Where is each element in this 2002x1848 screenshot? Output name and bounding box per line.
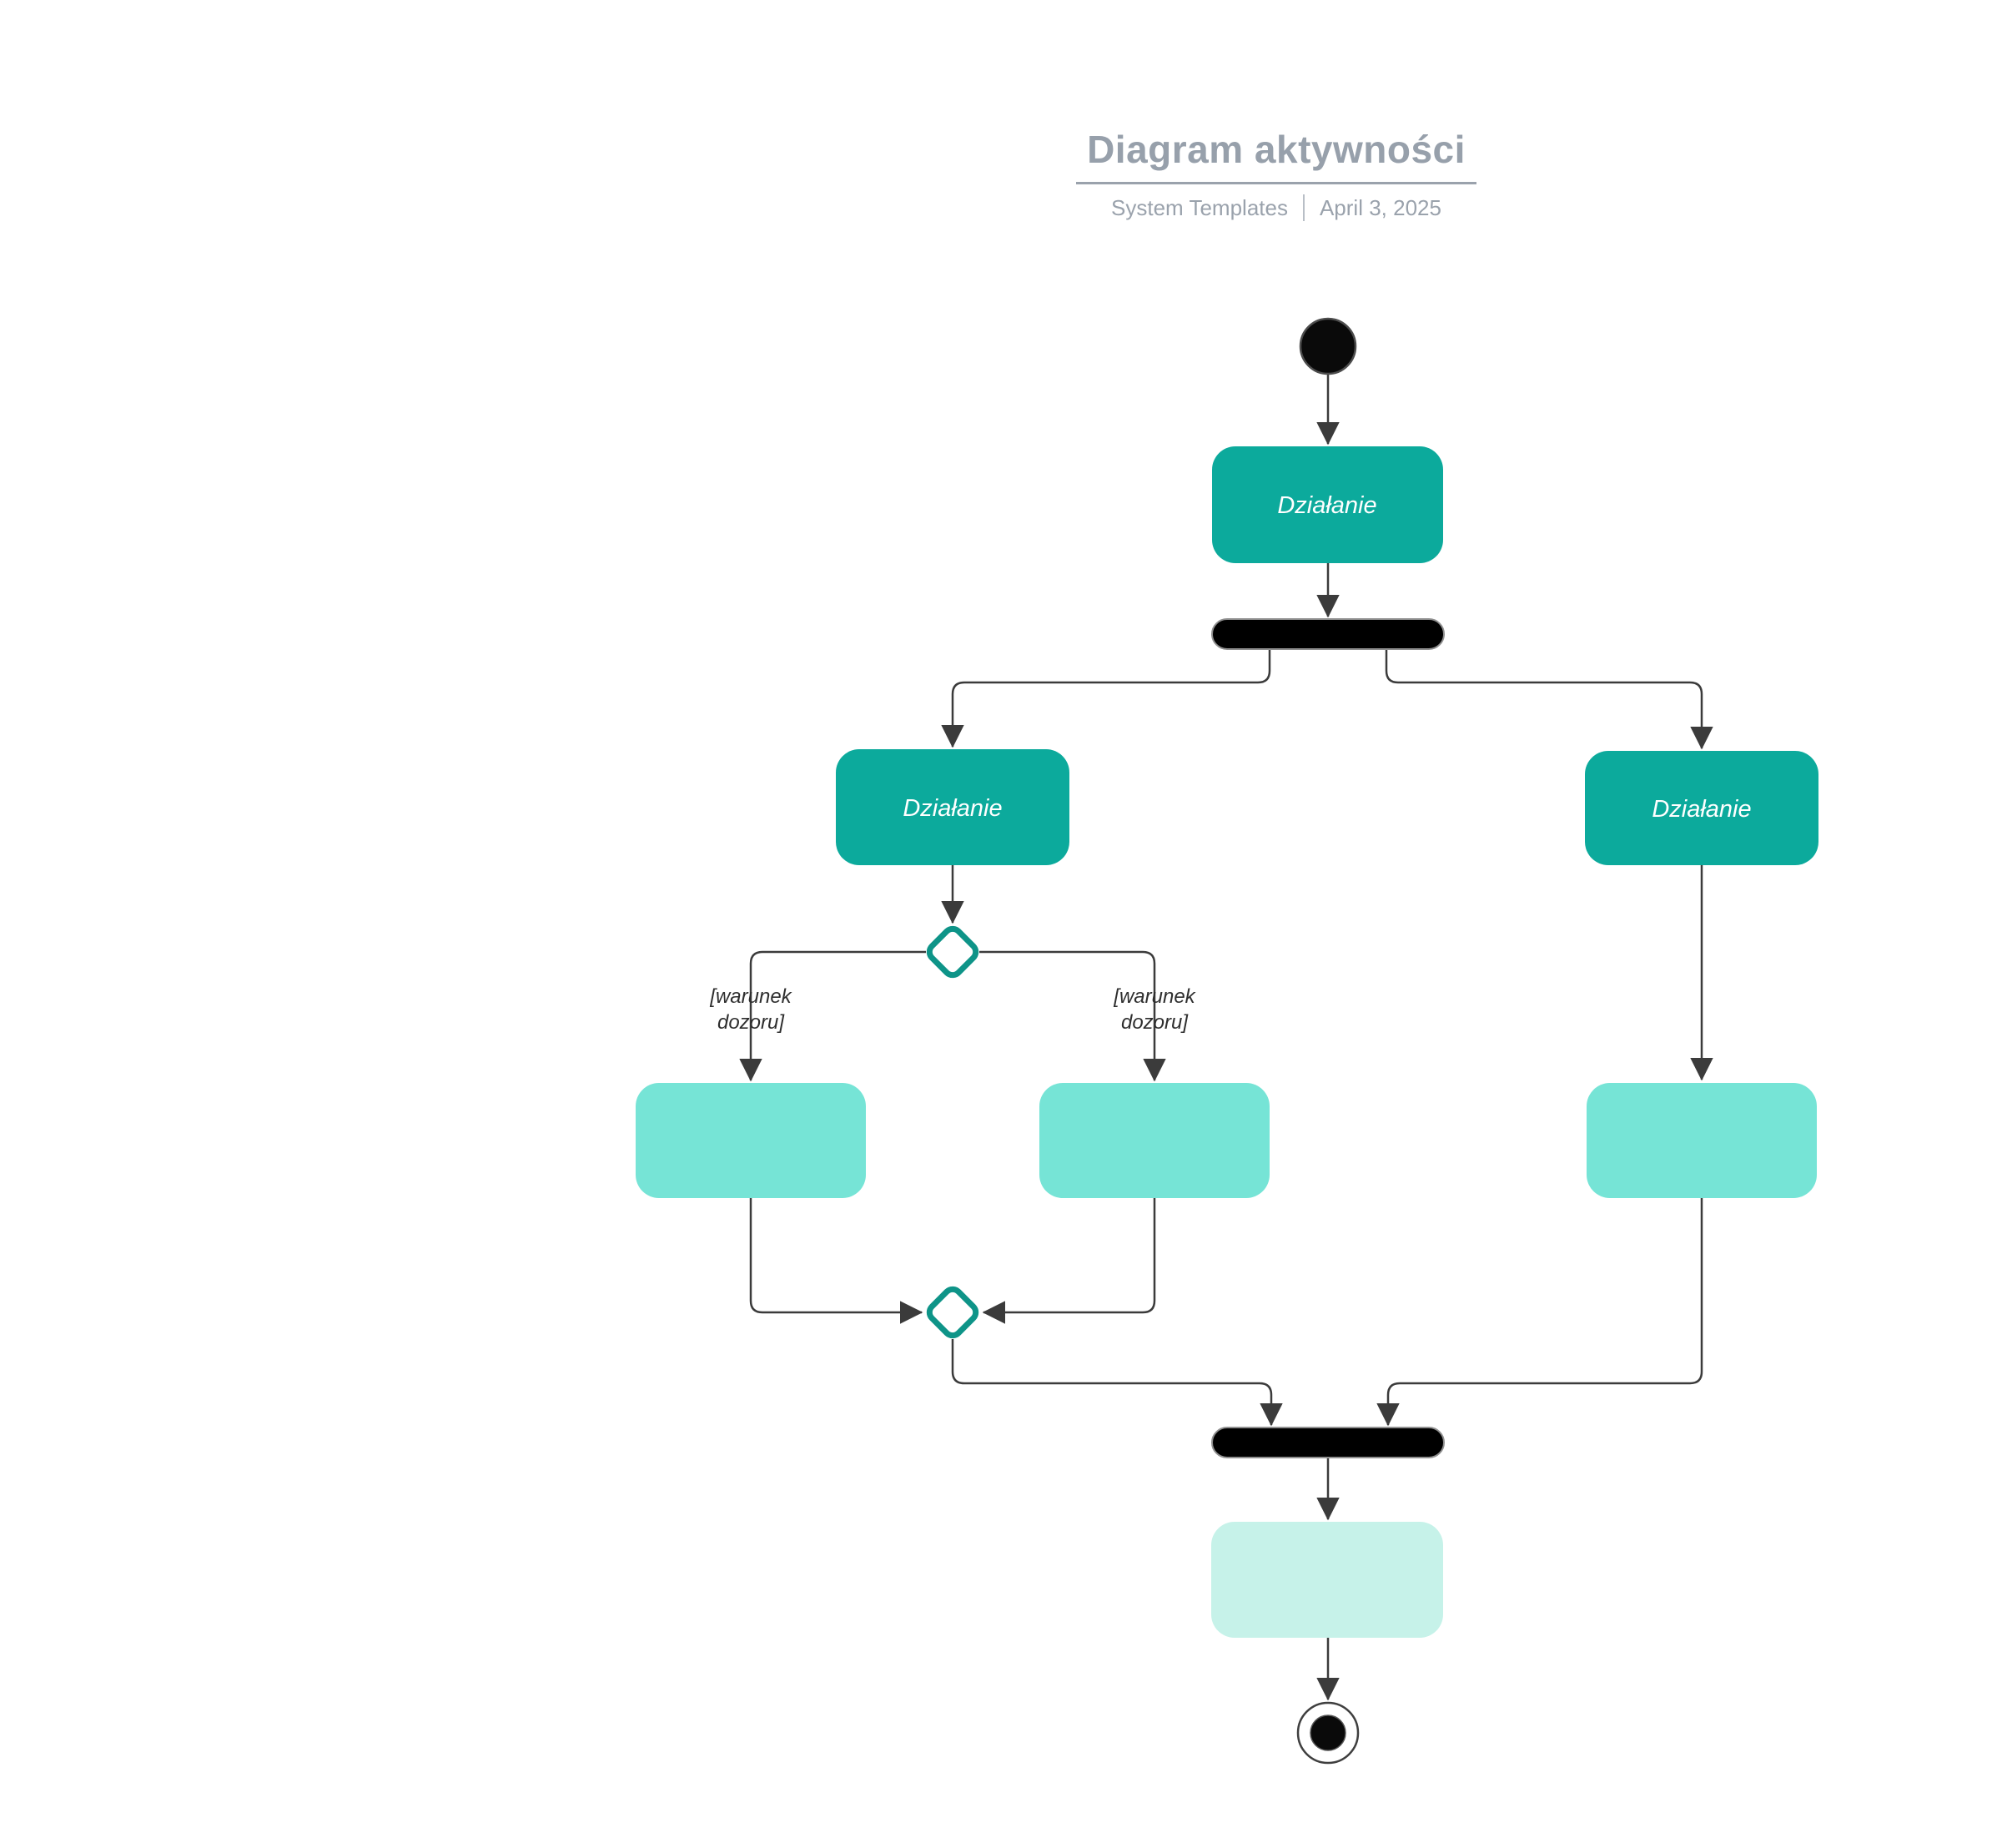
guard-label-right-line2: dozoru] [1121, 1011, 1189, 1034]
task-node-middle [1039, 1083, 1270, 1198]
action-node-left-label: Działanie [903, 795, 1002, 822]
final-node [1296, 1701, 1360, 1765]
action-node-right-label: Działanie [1652, 796, 1751, 823]
final-node-inner-dot [1310, 1715, 1346, 1751]
edge-task-right-to-join [1376, 1198, 1703, 1427]
subtitle-divider [1302, 194, 1305, 221]
subtitle-author: System Templates [1111, 194, 1288, 220]
edge-merge-to-join [951, 1339, 1283, 1427]
fork-bar [1211, 618, 1445, 650]
action-node-right [1585, 751, 1818, 865]
action-node-top [1212, 446, 1443, 563]
task-node-right [1587, 1083, 1817, 1198]
join-bar [1211, 1427, 1445, 1458]
task-node-bottom [1211, 1522, 1443, 1638]
merge-node [926, 1286, 979, 1339]
edge-task-left-to-merge [749, 1198, 923, 1324]
guard-label-left-line1: [warunek [709, 985, 792, 1008]
guard-label-left-line2: dozoru] [717, 1011, 785, 1034]
edge-decision-to-task-middle [979, 950, 1166, 1082]
decision-node [926, 925, 979, 979]
diagram-header: Diagram aktywności System Templates Apri… [1076, 127, 1476, 221]
initial-node [1299, 317, 1357, 375]
action-node-top-label: Działanie [1277, 492, 1376, 519]
edge-fork-to-action-right [1385, 649, 1713, 750]
subtitle-date: April 3, 2025 [1319, 194, 1441, 220]
task-node-left [636, 1083, 866, 1198]
subtitle-row: System Templates April 3, 2025 [1076, 194, 1476, 221]
page-title: Diagram aktywności [1076, 127, 1476, 184]
action-node-left [836, 749, 1069, 865]
edge-decision-to-task-left [739, 950, 926, 1082]
edge-task-middle-to-merge [982, 1198, 1156, 1324]
edge-fork-to-action-left [941, 649, 1271, 748]
guard-label-right-line1: [warunek [1113, 985, 1196, 1008]
